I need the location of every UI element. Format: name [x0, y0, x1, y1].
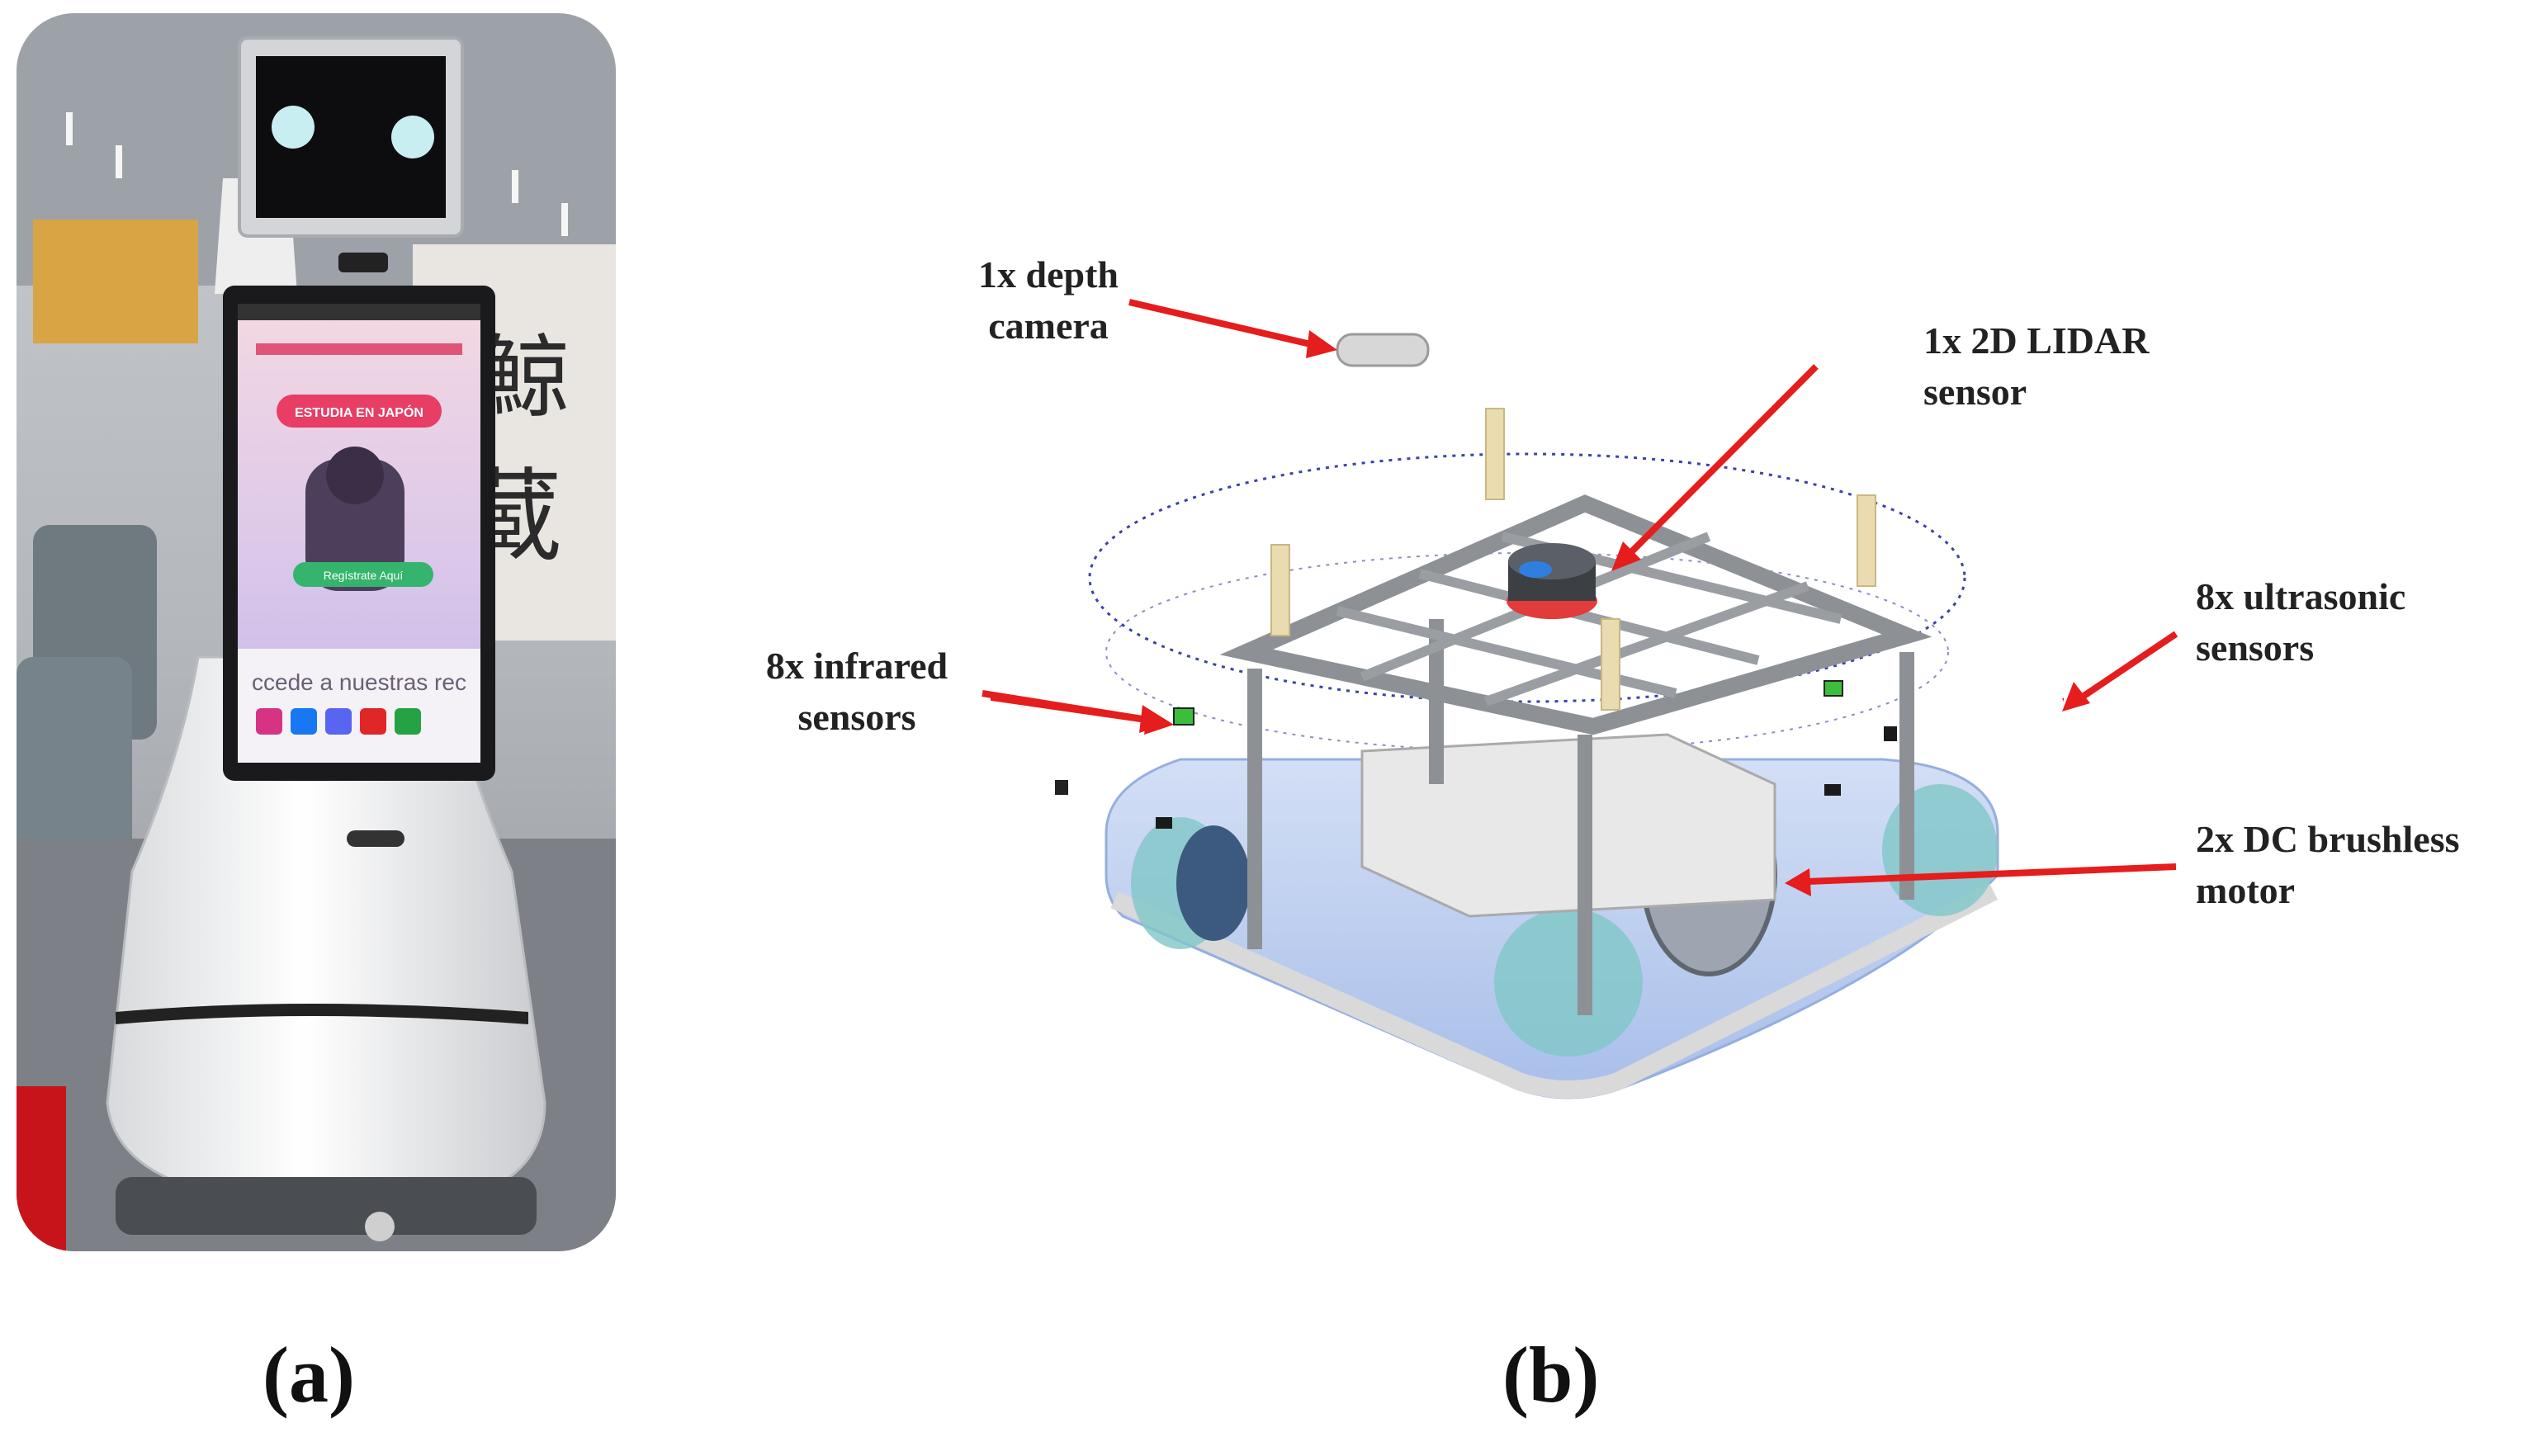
wooden-posts — [1270, 408, 1876, 711]
screen-banner: ESTUDIA EN JAPÓN — [295, 404, 423, 420]
label-depth-camera-line2: camera — [988, 305, 1109, 347]
top-frame — [1219, 494, 1932, 735]
label-lidar-line2: sensor — [1923, 371, 2027, 413]
label-ultrasonic-line1: 8x ultrasonic — [2196, 575, 2406, 617]
robot-caster — [365, 1212, 395, 1241]
ultrasonic-sensors — [1156, 726, 1897, 829]
label-motor-line2: motor — [2196, 869, 2296, 911]
register-button-label: Regístrate Aquí — [324, 569, 404, 582]
robot-photo: 鯨 蔵 ESTUDIA EN JAPÓN Regístrate Aquí cce… — [17, 13, 616, 1251]
label-ultrasonic-line2: sensors — [2196, 626, 2315, 669]
label-depth-camera: 1x depth camera — [925, 249, 1172, 352]
sensor-orbit-upper — [1088, 452, 1966, 703]
right-eye — [391, 116, 434, 158]
label-infrared-line1: 8x infrared — [765, 645, 948, 687]
robot-stripe — [116, 1004, 528, 1024]
infrared-sensors — [1055, 680, 1843, 795]
label-ultrasonic: 8x ultrasonic sensors — [2196, 571, 2405, 674]
orange-wall — [33, 220, 198, 343]
camera-mount — [338, 253, 388, 272]
label-lidar-line1: 1x 2D LIDAR — [1923, 319, 2150, 362]
social-icons — [256, 708, 421, 735]
label-motor-line1: 2x DC brushless — [2196, 818, 2460, 860]
battery-box — [1360, 733, 1776, 918]
red-mat — [17, 1086, 66, 1251]
label-lidar: 1x 2D LIDAR sensor — [1923, 315, 2149, 418]
robot-slot — [347, 830, 404, 847]
label-depth-camera-line1: 1x depth — [978, 253, 1119, 295]
robot-base — [116, 1177, 537, 1235]
drive-wheel-left — [1176, 825, 1251, 941]
caption-b: (b) — [1502, 1331, 1600, 1419]
robot-cad-diagram — [991, 299, 2064, 1099]
screen-footer: ccede a nuestras rec — [252, 669, 466, 695]
robot-photo-panel: 鯨 蔵 ESTUDIA EN JAPÓN Regístrate Aquí cce… — [17, 13, 616, 1251]
left-eye — [272, 106, 315, 149]
wheel-rear — [1494, 908, 1643, 1057]
label-motor: 2x DC brushless motor — [2196, 814, 2460, 916]
label-infrared-line2: sensors — [797, 696, 916, 738]
caption-a: (a) — [263, 1331, 355, 1419]
lidar-window — [1519, 561, 1552, 578]
label-infrared: 8x infrared sensors — [733, 641, 981, 743]
register-button[interactable] — [293, 562, 433, 587]
bumper-rail — [1110, 883, 1998, 1099]
